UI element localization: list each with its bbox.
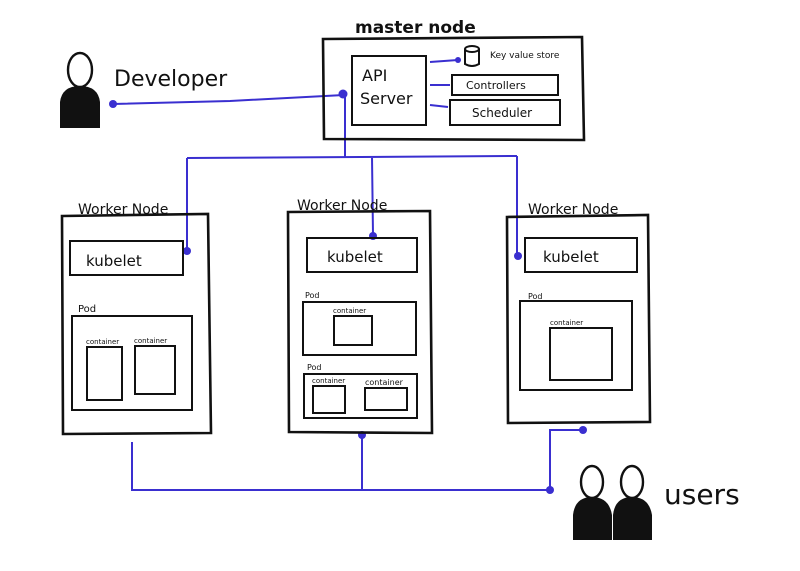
api-server-label-line2: Server	[360, 89, 413, 108]
kubelet-box	[524, 237, 638, 273]
pod-box	[303, 373, 418, 419]
connector-dot	[109, 100, 117, 108]
master-node-label: master node	[355, 18, 476, 38]
controllers-label: Controllers	[466, 79, 526, 92]
kubelet-label: kubelet	[327, 248, 383, 266]
worker-node-label: Worker Node	[528, 202, 618, 218]
developer-to-api-connector	[112, 94, 345, 105]
pod-box	[302, 301, 417, 356]
pod-label: Pod	[305, 291, 320, 300]
api-server-box	[351, 55, 427, 126]
connector-dot	[514, 252, 522, 260]
developer: Developer	[60, 51, 228, 128]
connector-dot	[455, 57, 461, 63]
container-label: container	[550, 319, 583, 327]
api-to-workers-connector	[186, 94, 518, 255]
users-connector	[131, 429, 583, 491]
container-box	[549, 327, 613, 381]
worker-node-3: Worker Node kubelet Pod container	[505, 202, 652, 425]
scheduler-box	[449, 99, 561, 126]
api-server-label-line1: API	[362, 66, 387, 85]
pod-box	[71, 315, 193, 411]
kubelet-box	[69, 240, 184, 276]
container-box	[364, 387, 408, 411]
worker-node-2: Worker Node kubelet Pod container Pod co…	[286, 198, 434, 435]
pod-label: Pod	[78, 304, 96, 315]
developer-label: Developer	[114, 67, 228, 92]
kubelet-box	[306, 237, 418, 273]
master-internal-connectors	[429, 59, 459, 108]
pod-label: Pod	[307, 363, 322, 372]
kubelet-label: kubelet	[543, 248, 599, 266]
container-box	[86, 346, 123, 401]
connector-dot	[338, 89, 348, 99]
container-box	[312, 385, 346, 414]
worker-node-1: Worker Node kubelet Pod container contai…	[60, 202, 213, 436]
developer-person-icon	[60, 51, 100, 128]
container-label: container	[365, 378, 404, 387]
scheduler-label: Scheduler	[472, 106, 532, 120]
key-value-store-label: Key value store	[490, 51, 560, 61]
worker-node-label: Worker Node	[297, 198, 387, 214]
container-label: container	[86, 338, 119, 346]
container-label: container	[134, 337, 167, 345]
controllers-box	[451, 74, 559, 96]
pod-box	[519, 300, 633, 391]
pod-label: Pod	[528, 292, 543, 301]
master-node: master node API Server Key value store C…	[321, 18, 586, 142]
container-box	[333, 315, 373, 346]
users-label: users	[664, 478, 740, 511]
kubelet-label: kubelet	[86, 252, 142, 270]
connector-dot	[579, 426, 587, 434]
users: users	[573, 464, 740, 540]
user-person-icon	[573, 464, 612, 540]
container-label: container	[312, 377, 345, 385]
connector-dot	[546, 486, 554, 494]
database-cylinder-icon	[464, 45, 480, 67]
user-person-icon	[613, 464, 652, 540]
container-label: container	[333, 307, 366, 315]
connector-dot	[183, 247, 191, 255]
container-box	[134, 345, 176, 395]
connectors	[109, 57, 587, 494]
